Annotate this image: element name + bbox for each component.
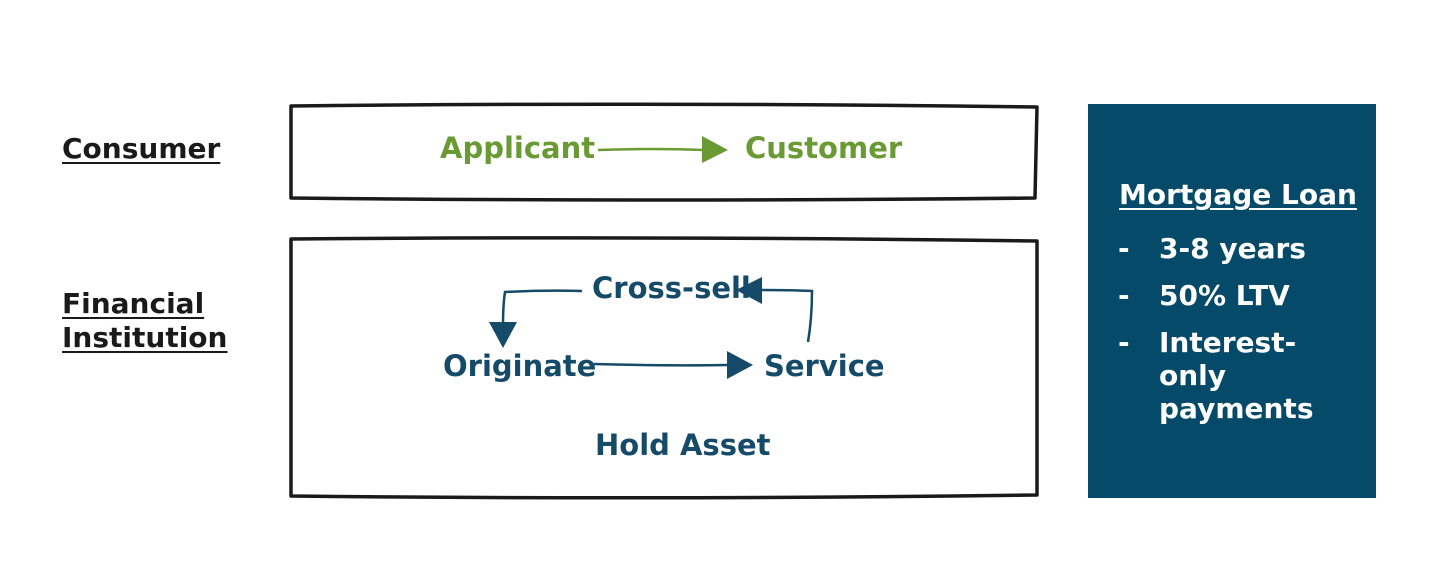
crosssell-originate-arrow (501, 289, 583, 326)
originate-service-arrowhead (727, 351, 753, 379)
applicant-customer-arrowhead (702, 136, 728, 163)
customer-text: Customer (745, 131, 903, 165)
crosssell-originate-arrowhead (489, 322, 517, 348)
financial-institution-label: Financial Institution (62, 287, 228, 354)
applicant-text: Applicant (440, 131, 596, 165)
bullet-text: 3-8 years (1159, 232, 1306, 265)
institution-box (289, 236, 1039, 500)
bullet-item: - 3-8 years (1118, 232, 1368, 266)
service-text: Service (764, 349, 885, 383)
mortgage-loan-panel: Mortgage Loan - 3-8 years - 50% LTV - In… (1088, 104, 1376, 498)
bullet-item: - Interest-only payments (1118, 326, 1368, 436)
bullet-text: 50% LTV (1159, 279, 1290, 312)
bullet-dash: - (1118, 232, 1130, 265)
hold-asset-text: Hold Asset (595, 428, 771, 462)
consumer-label: Consumer (62, 132, 221, 165)
originate-service-arrow (593, 362, 729, 367)
bullet-dash: - (1118, 279, 1130, 312)
panel-title: Mortgage Loan (1119, 178, 1357, 211)
service-crosssell-arrow (759, 288, 814, 343)
originate-text: Originate (443, 349, 597, 383)
cross-sell-text: Cross-sell (592, 271, 751, 305)
bullet-dash: - (1118, 326, 1130, 359)
applicant-customer-arrow (597, 147, 706, 152)
consumer-box (289, 102, 1039, 202)
service-crosssell-arrowhead (736, 277, 762, 304)
bullet-text: Interest-only payments (1159, 326, 1314, 425)
bullet-item: - 50% LTV (1118, 279, 1368, 313)
